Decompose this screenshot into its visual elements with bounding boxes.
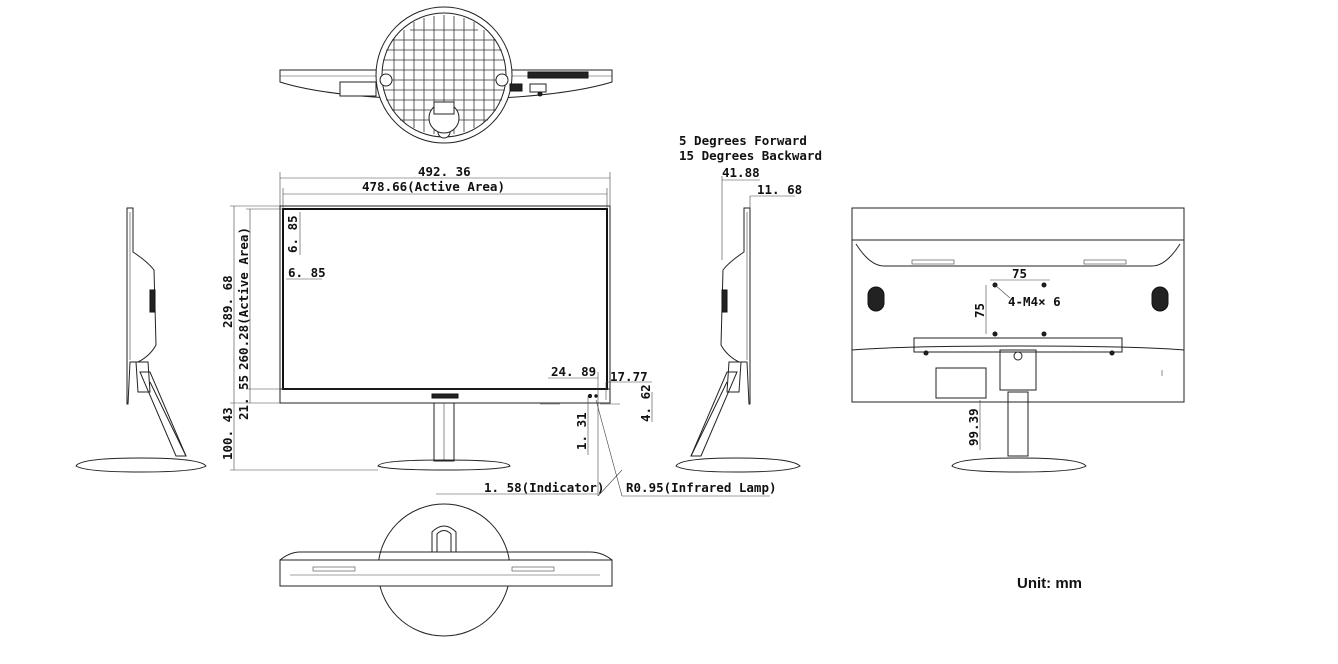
- depth-total-label: 41.88: [722, 165, 760, 180]
- active-width-label: 478.66(Active Area): [362, 179, 505, 194]
- front-dimension-lines: [230, 172, 770, 497]
- vesa-vertical-label: 75: [972, 303, 987, 318]
- vesa-screws-label: 4-M4× 6: [1008, 294, 1061, 309]
- indicator-offset-label: 24. 89: [551, 364, 596, 379]
- active-height-label: 260.28(Active Area): [236, 227, 251, 370]
- right-side-view: [675, 176, 801, 473]
- side-bezel-label: 6. 85: [288, 265, 326, 280]
- rear-view: [851, 207, 1185, 473]
- top-view: [279, 6, 613, 144]
- infrared-lamp-label: R0.95(Infrared Lamp): [626, 480, 777, 495]
- tilt-forward-label: 5 Degrees Forward: [679, 133, 807, 148]
- brand-logo: [431, 393, 459, 399]
- base-height-label: 99.39: [966, 408, 981, 446]
- indicator-height-label: 1. 31: [574, 412, 589, 450]
- left-side-view: [75, 207, 207, 473]
- depth-panel-label: 11. 68: [757, 182, 802, 197]
- vesa-horizontal-label: 75: [1012, 266, 1027, 281]
- unit-label: Unit: mm: [1017, 575, 1082, 592]
- total-height-label: 289. 68: [220, 275, 235, 328]
- tilt-backward-label: 15 Degrees Backward: [679, 148, 822, 163]
- stand-height-label: 100. 43: [220, 407, 235, 460]
- front-view: [279, 205, 620, 471]
- bottom-bezel-label: 21. 55: [236, 375, 251, 420]
- lamp-offset-label: 17.77: [610, 369, 648, 384]
- bottom-view: [279, 503, 613, 637]
- indicator-label: 1. 58(Indicator): [484, 480, 604, 495]
- top-bezel-label: 6. 85: [285, 215, 300, 253]
- total-width-label: 492. 36: [418, 164, 471, 179]
- lamp-height-label: 4. 62: [638, 384, 653, 422]
